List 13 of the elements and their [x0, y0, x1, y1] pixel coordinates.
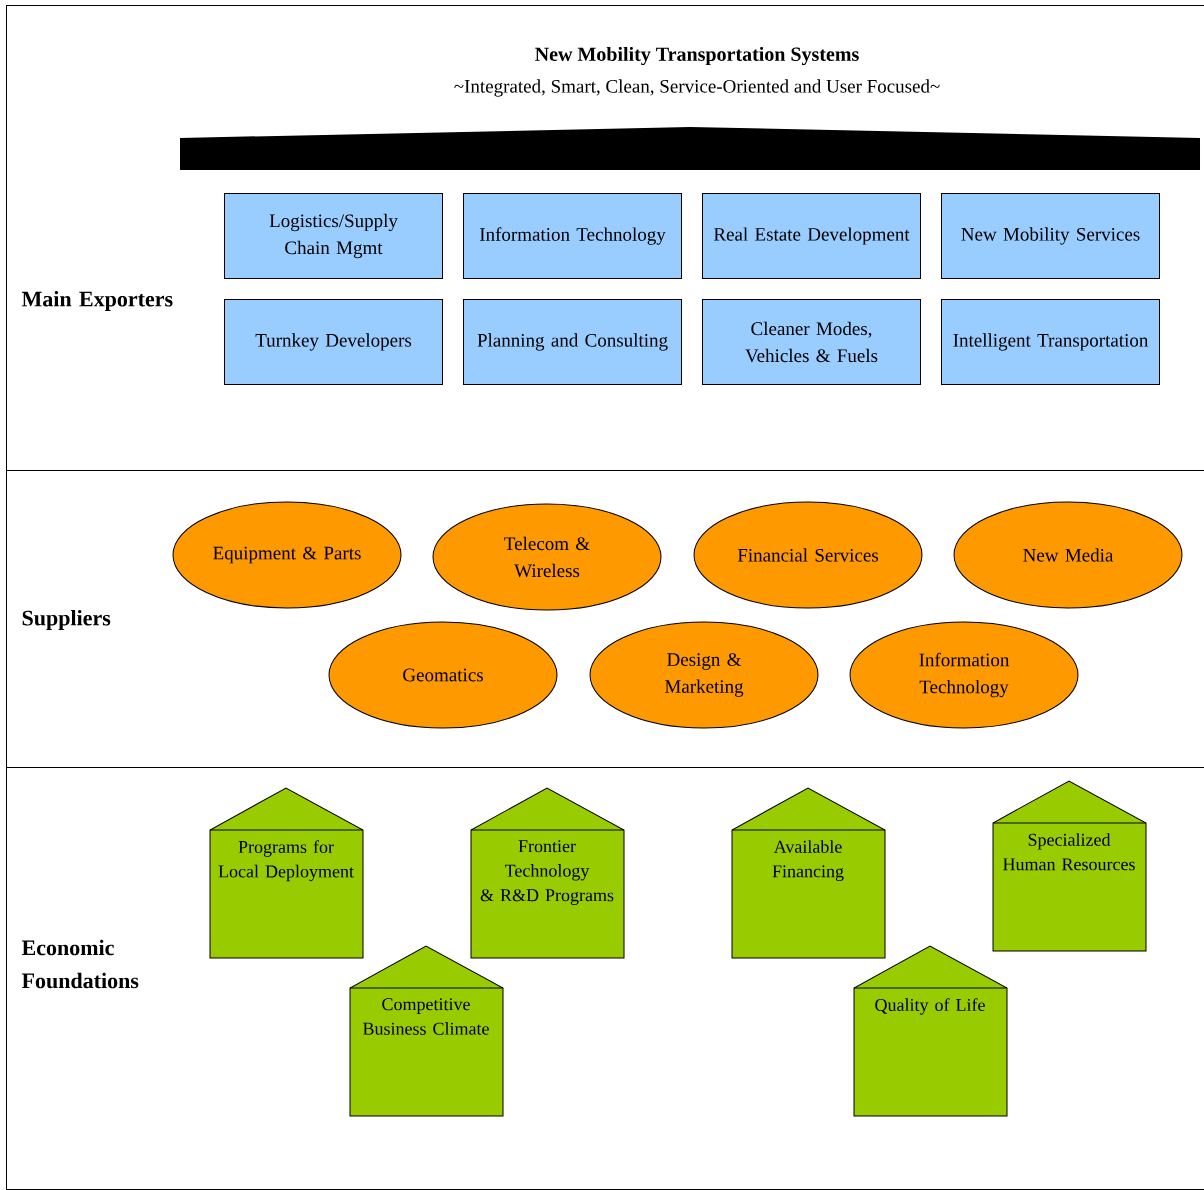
- title: New Mobility Transportation Systems: [535, 46, 859, 66]
- category-box: Real Estate Development: [702, 193, 921, 279]
- band-heading: Main Exporters: [21, 291, 173, 311]
- band-heading: Suppliers: [22, 610, 111, 630]
- category-box: Intelligent Transportation: [941, 299, 1160, 385]
- category-box: Planning and Consulting: [463, 299, 682, 385]
- subtitle: ~Integrated, Smart, Clean, Service-Oriented and User Focused~: [454, 79, 940, 97]
- category-box: Cleaner Modes, Vehicles & Fuels: [702, 299, 921, 385]
- category-box: Logistics/Supply Chain Mgmt: [224, 193, 443, 279]
- band-heading: Economic Foundations: [21, 939, 139, 989]
- category-box: Information Technology: [463, 193, 682, 279]
- category-box: Turnkey Developers: [224, 299, 443, 385]
- category-box: New Mobility Services: [941, 193, 1160, 279]
